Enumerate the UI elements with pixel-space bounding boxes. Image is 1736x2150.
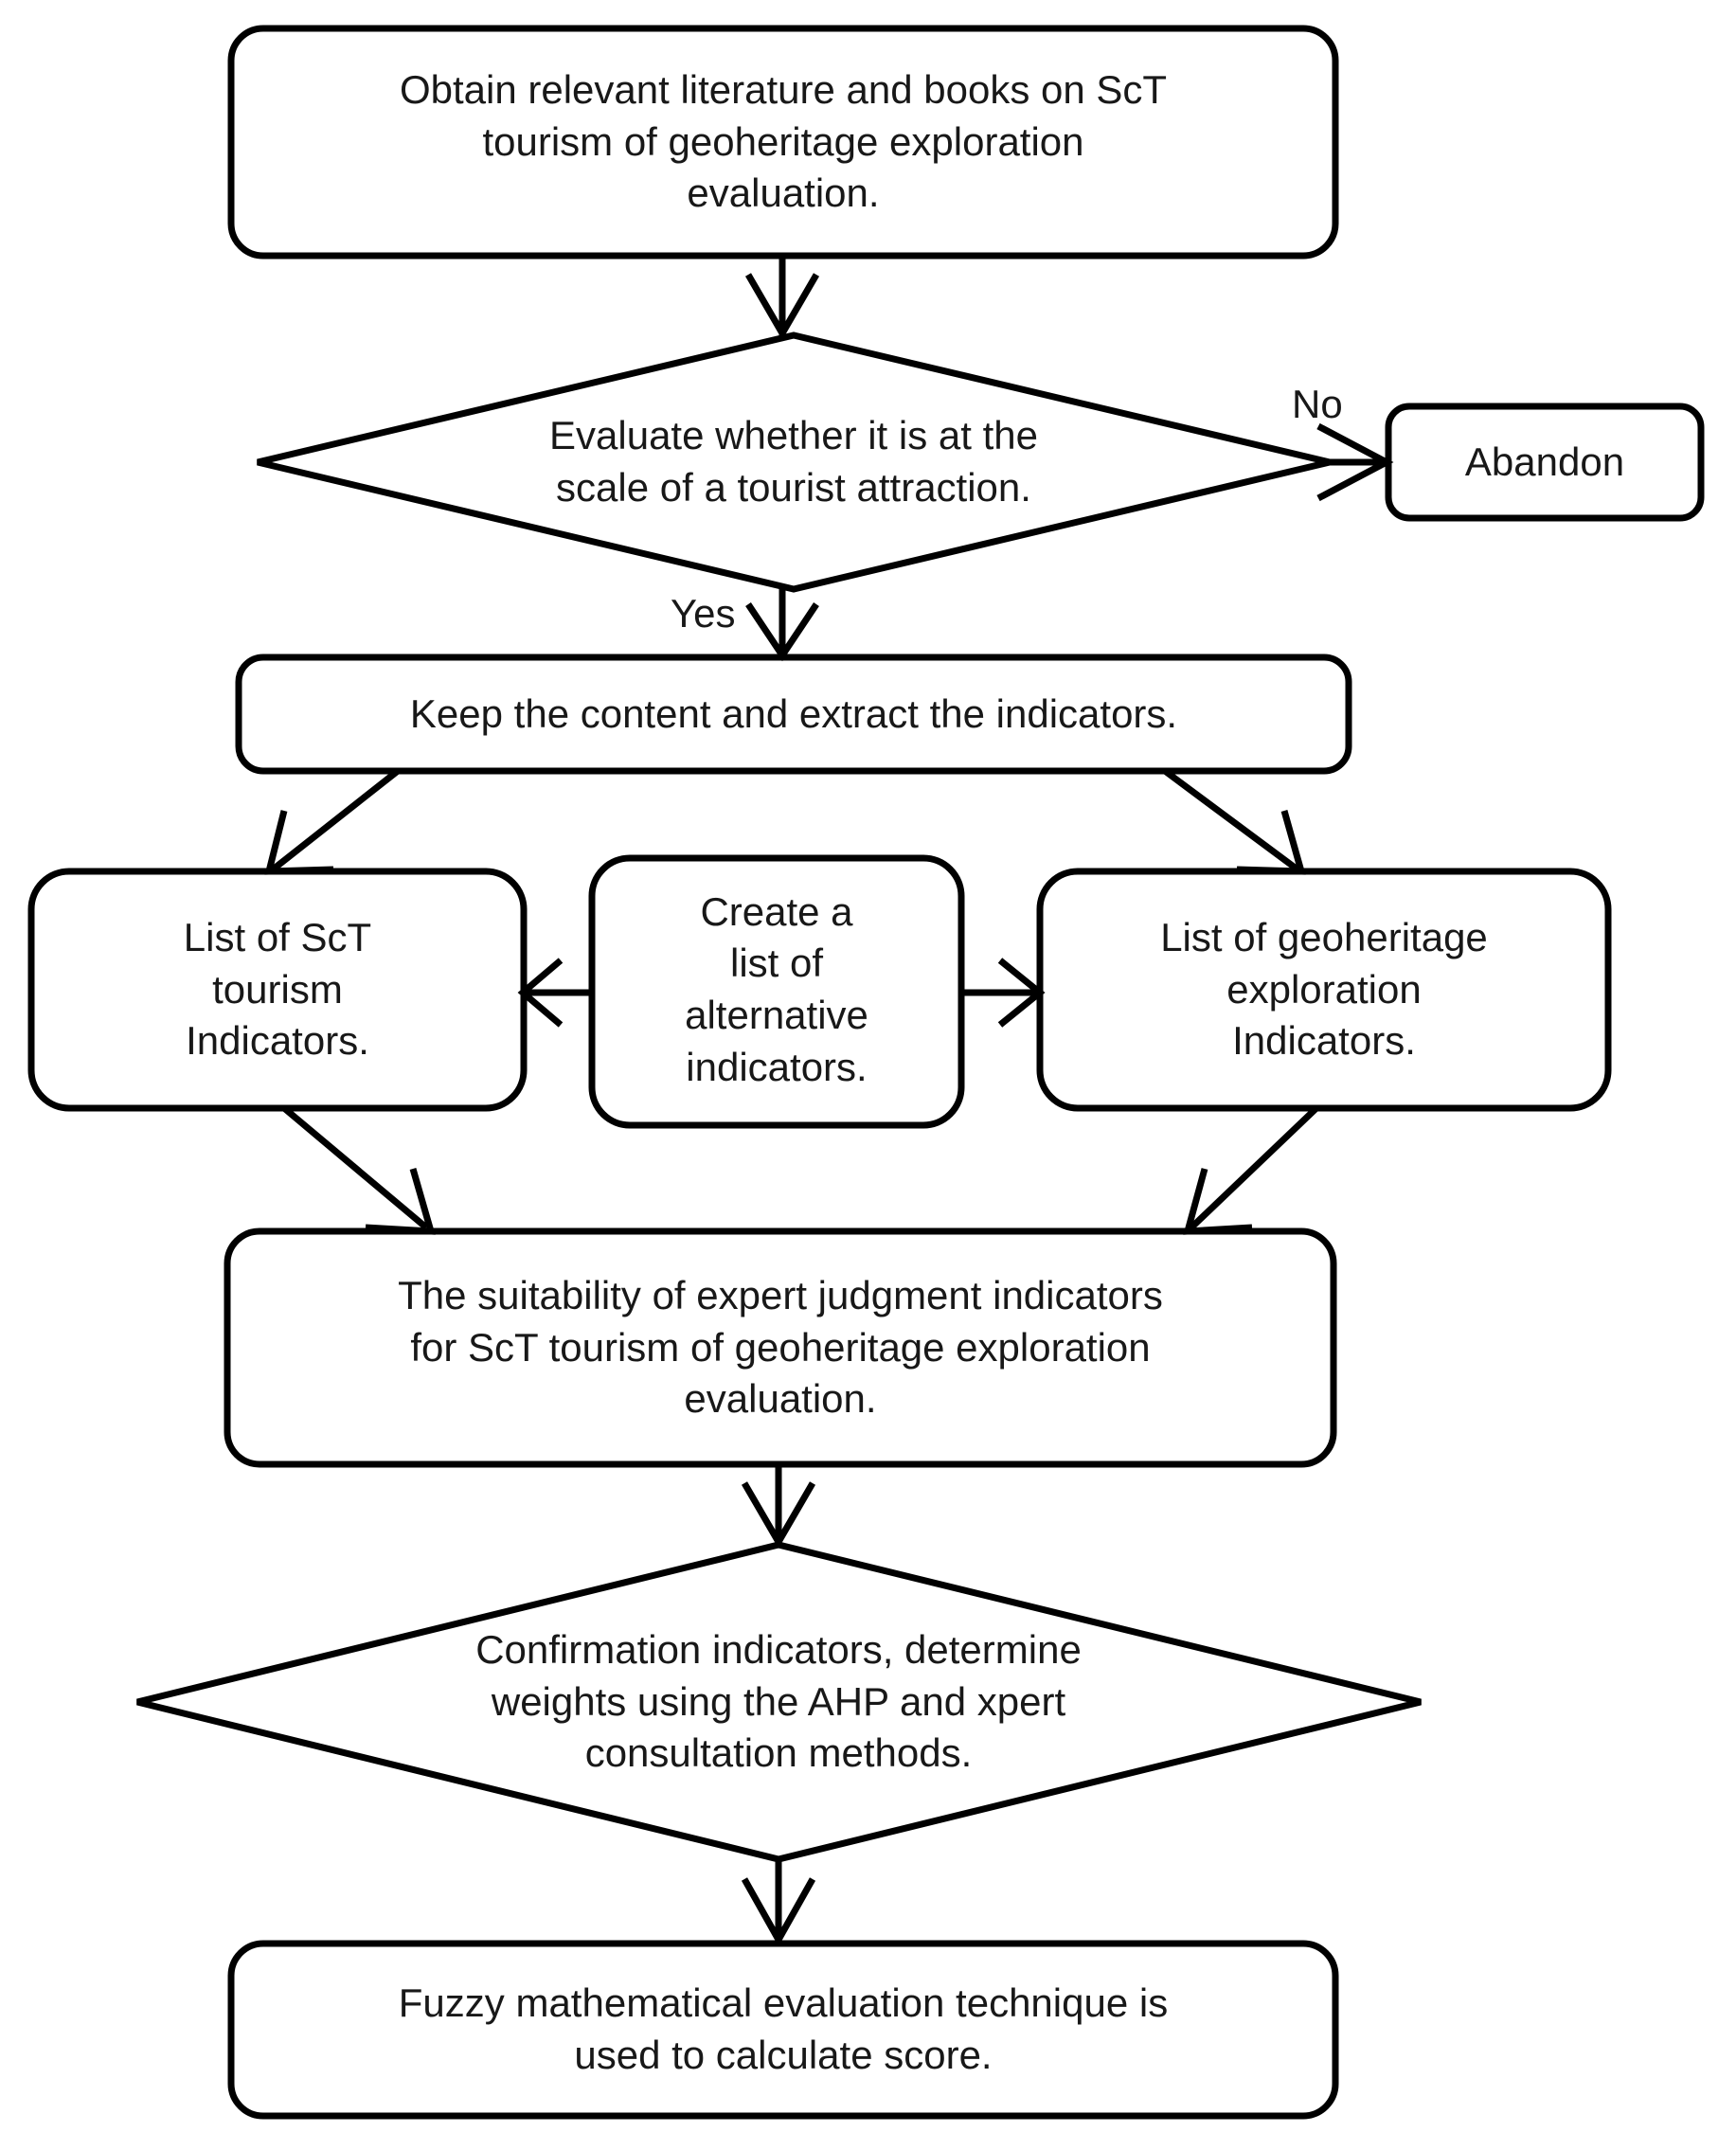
node-geoheritage-indicators-shape[interactable] — [1036, 868, 1612, 1112]
node-expert-judgment-shape[interactable] — [224, 1227, 1337, 1468]
edge-alternative-to-geoheritage — [961, 958, 1046, 1028]
node-confirmation-weights-shape[interactable] — [136, 1541, 1422, 1863]
edge-obtain-to-evaluate — [744, 256, 820, 340]
node-obtain-literature-shape[interactable] — [227, 25, 1339, 260]
edge-sct-to-expert — [281, 1105, 436, 1235]
node-sct-tourism-indicators-shape[interactable] — [27, 868, 528, 1112]
edge-confirmation-to-fuzzy — [741, 1859, 816, 1947]
edge-evaluate-to-abandon — [1316, 422, 1394, 502]
node-alternative-indicators-shape[interactable] — [588, 854, 965, 1129]
edge-keep-to-sct — [264, 768, 401, 875]
edge-expert-to-confirmation — [741, 1464, 816, 1549]
edge-evaluate-to-keep — [745, 589, 819, 662]
edge-label-yes: Yes — [671, 591, 736, 636]
edge-label-no: No — [1292, 382, 1343, 426]
node-abandon-shape[interactable] — [1385, 403, 1705, 522]
node-evaluate-scale-shape[interactable] — [257, 331, 1331, 593]
edge-alternative-to-sct — [517, 958, 592, 1028]
edge-keep-to-geoheritage — [1162, 768, 1306, 875]
node-fuzzy-evaluation-shape[interactable] — [227, 1940, 1339, 2120]
edge-geoheritage-to-expert — [1183, 1105, 1319, 1235]
node-keep-content-shape[interactable] — [235, 654, 1352, 775]
